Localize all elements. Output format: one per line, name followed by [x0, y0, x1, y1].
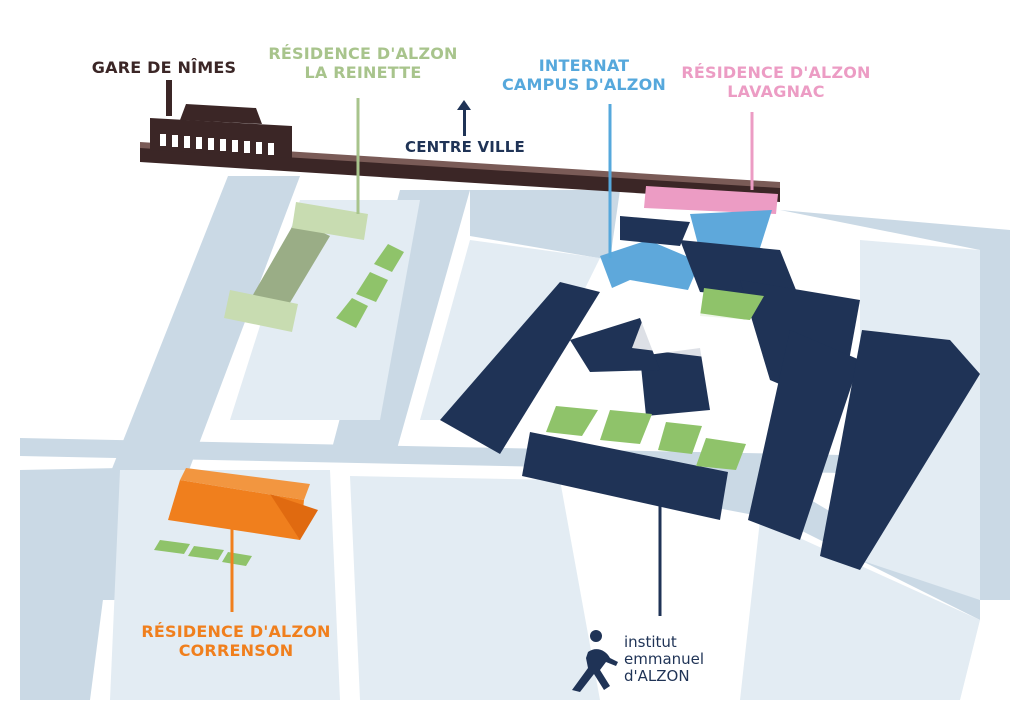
centre-ville-label: CENTRE VILLE	[400, 138, 530, 157]
lavagnac-building	[644, 186, 778, 214]
reinette-gardens	[336, 244, 404, 328]
north-street	[470, 190, 620, 260]
block-south	[350, 476, 600, 700]
logo-line3: d'ALZON	[624, 667, 690, 685]
institut-logo-text: institut emmanuel d'ALZON	[624, 634, 744, 685]
lavagnac-label-line1: RÉSIDENCE D'ALZON	[681, 63, 871, 82]
logo-line1: institut	[624, 633, 677, 651]
railway	[140, 146, 780, 202]
gare-label: GARE DE NÎMES	[84, 58, 244, 77]
reinette-label-line2: LA REINETTE	[304, 63, 422, 82]
block-reinette	[230, 200, 420, 420]
east-street	[780, 210, 1010, 600]
leader-lines	[230, 98, 754, 616]
logo-line2: emmanuel	[624, 650, 705, 668]
lavagnac-label: RÉSIDENCE D'ALZON LAVAGNAC	[676, 63, 876, 101]
internat-label-line2: CAMPUS D'ALZON	[501, 75, 666, 94]
institut-courtyards	[546, 288, 764, 470]
reinette-label-line1: RÉSIDENCE D'ALZON	[268, 44, 458, 63]
reinette-label: RÉSIDENCE D'ALZON LA REINETTE	[258, 44, 468, 82]
block-southeast	[740, 520, 980, 700]
correnson-building	[168, 468, 318, 540]
gare-building	[150, 80, 292, 158]
north-arrow-icon	[457, 100, 471, 136]
running-figure-icon	[572, 630, 618, 692]
courtyard-canopy	[632, 306, 748, 360]
correnson-label-line1: RÉSIDENCE D'ALZON	[141, 622, 331, 641]
southwest-block	[20, 468, 120, 700]
institut-buildings	[440, 216, 980, 570]
correnson-label-line2: CORRENSON	[178, 641, 294, 660]
centre-ville-text: CENTRE VILLE	[404, 138, 525, 156]
gare-label-text: GARE DE NÎMES	[91, 58, 237, 77]
lavagnac-label-line2: LAVAGNAC	[727, 82, 825, 101]
reinette-building	[224, 202, 368, 332]
internat-label: INTERNAT CAMPUS D'ALZON	[490, 56, 678, 94]
internat-label-line1: INTERNAT	[538, 56, 630, 75]
internat-building	[600, 210, 772, 290]
block-mid	[420, 240, 600, 420]
correnson-label: RÉSIDENCE D'ALZON CORRENSON	[118, 622, 354, 660]
railway-top	[140, 142, 780, 188]
correnson-gardens	[154, 540, 252, 566]
main-street	[20, 438, 984, 476]
